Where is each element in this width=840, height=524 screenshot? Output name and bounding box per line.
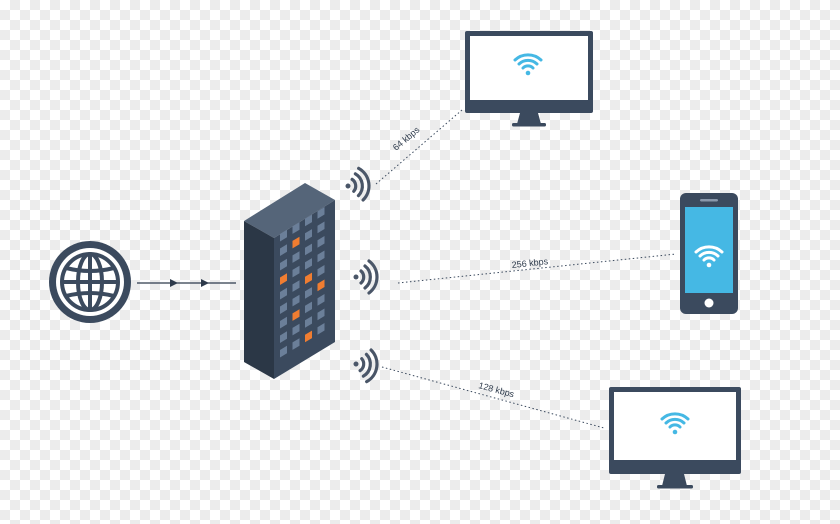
server-window bbox=[292, 294, 300, 307]
server-window bbox=[280, 244, 287, 256]
server-window bbox=[292, 323, 300, 336]
link-line-phone bbox=[397, 253, 677, 284]
server-window bbox=[305, 301, 312, 314]
server-window bbox=[305, 287, 312, 299]
server-window bbox=[305, 258, 312, 270]
wifi-signal-icon bbox=[345, 166, 371, 202]
server-window bbox=[280, 345, 287, 358]
globe-icon bbox=[49, 241, 131, 323]
server-window bbox=[292, 251, 300, 263]
link-line-bottom-monitor bbox=[381, 366, 605, 429]
server-window bbox=[305, 214, 312, 227]
server-window bbox=[305, 316, 312, 328]
link-rate-label-top: 64 kbps bbox=[391, 124, 422, 152]
server-window bbox=[305, 272, 312, 285]
server-window bbox=[280, 229, 287, 242]
bottom-monitor bbox=[609, 387, 741, 489]
link-rate-label-bottom: 128 kbps bbox=[477, 380, 515, 399]
server-window bbox=[292, 222, 300, 234]
top-monitor bbox=[465, 31, 593, 127]
connection-arrow bbox=[137, 279, 236, 287]
server-window bbox=[317, 279, 325, 292]
server-window bbox=[280, 258, 287, 271]
server-window bbox=[317, 207, 325, 219]
server-window bbox=[280, 287, 287, 300]
wifi-icon bbox=[660, 412, 690, 435]
server-window bbox=[280, 331, 287, 343]
server-window bbox=[292, 280, 300, 292]
server-window bbox=[317, 323, 325, 335]
wifi-signal-icon bbox=[353, 259, 379, 295]
wifi-icon bbox=[694, 245, 724, 268]
server-window bbox=[280, 316, 287, 329]
server-window bbox=[305, 243, 312, 256]
server-window bbox=[305, 330, 312, 343]
link-line-top-monitor bbox=[375, 109, 463, 185]
server-window bbox=[292, 338, 300, 350]
server-window bbox=[317, 308, 325, 321]
server-window bbox=[317, 221, 325, 234]
server-window bbox=[292, 309, 300, 321]
server-window bbox=[280, 273, 287, 285]
server-window bbox=[305, 229, 312, 241]
server-window bbox=[280, 302, 287, 314]
server-window bbox=[317, 265, 325, 277]
server-window bbox=[292, 236, 300, 249]
server-window bbox=[292, 265, 300, 278]
server-window bbox=[317, 294, 325, 306]
smartphone-icon bbox=[680, 193, 738, 314]
wifi-signal-icon bbox=[353, 348, 379, 384]
link-rate-label-phone: 256 kbps bbox=[511, 256, 549, 270]
server-window bbox=[317, 250, 325, 263]
wifi-icon bbox=[513, 53, 543, 76]
server-window bbox=[317, 236, 325, 248]
server-tower-icon bbox=[244, 183, 335, 379]
